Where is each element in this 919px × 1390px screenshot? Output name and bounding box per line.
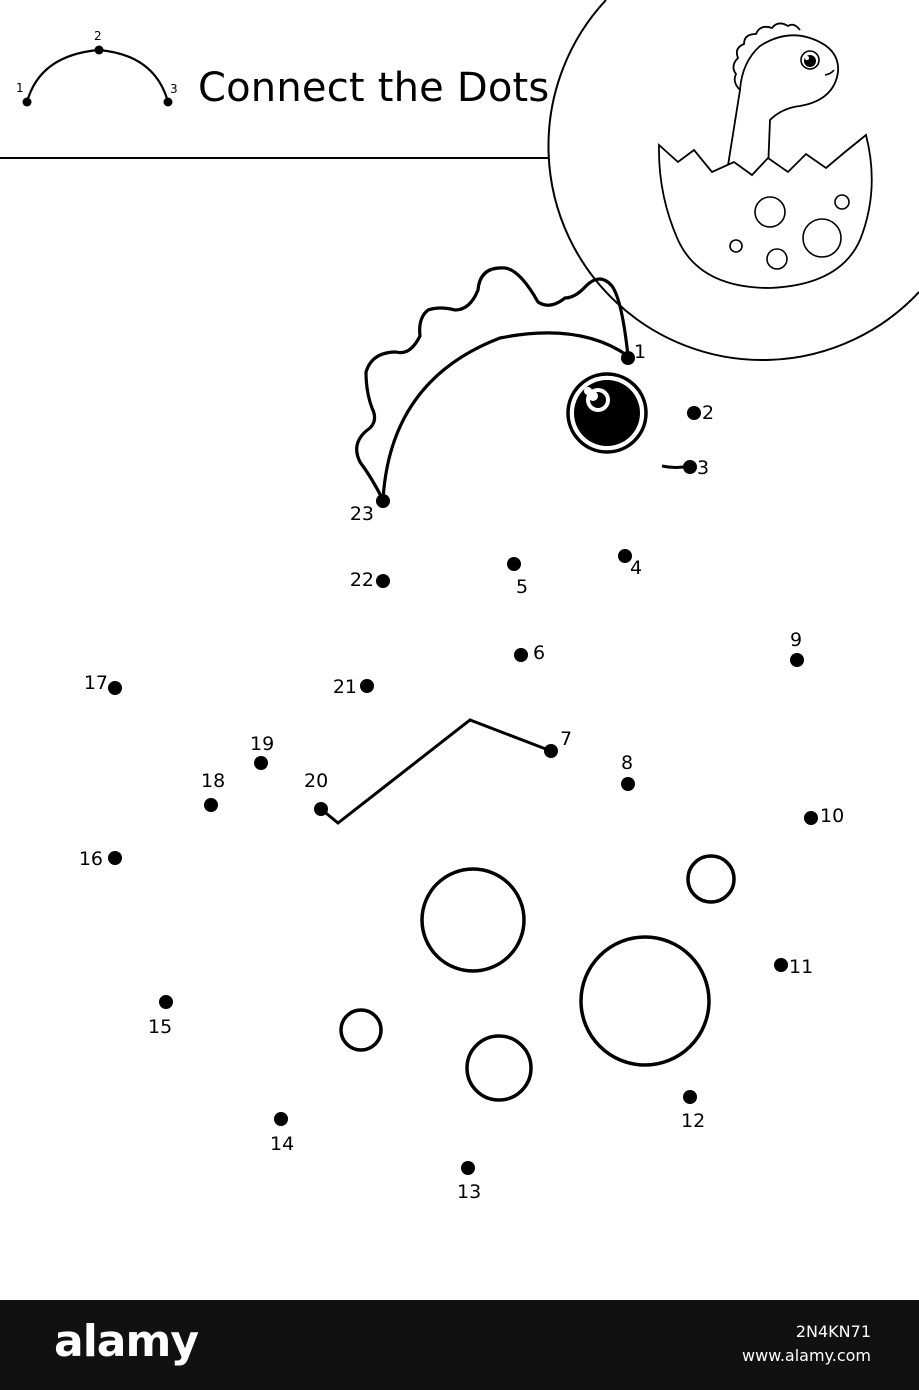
dot-label-18: 18	[201, 770, 225, 792]
preview-dino-crest	[732, 22, 801, 91]
dot-18[interactable]	[204, 798, 218, 812]
example-dot	[22, 97, 32, 107]
dino-eye-pupil	[574, 380, 640, 446]
dot-23[interactable]	[376, 494, 390, 508]
egg-spots	[339, 854, 736, 1102]
dot-8[interactable]	[621, 777, 635, 791]
watermark-footer: alamy 2N4KN71 www.alamy.com	[0, 1300, 919, 1390]
example-dot	[94, 45, 104, 55]
dot-label-4: 4	[630, 557, 642, 579]
dot-7[interactable]	[544, 744, 558, 758]
preview-egg-spot	[729, 239, 743, 253]
dot-21[interactable]	[360, 679, 374, 693]
puzzle-canvas: 1 2 3	[0, 0, 919, 1203]
dot-label-15: 15	[148, 1016, 172, 1038]
dot-6[interactable]	[514, 648, 528, 662]
dot-label-12: 12	[681, 1110, 705, 1132]
dot-19[interactable]	[254, 756, 268, 770]
dot-2[interactable]	[687, 406, 701, 420]
dot-16[interactable]	[108, 851, 122, 865]
dot-1[interactable]	[621, 351, 635, 365]
dot-4[interactable]	[618, 549, 632, 563]
dot-label-2: 2	[702, 402, 714, 424]
dot-10[interactable]	[804, 811, 818, 825]
dot-label-17: 17	[84, 672, 108, 694]
dot-14[interactable]	[274, 1112, 288, 1126]
egg-spot	[420, 867, 526, 973]
dino-crest-wavy-outline	[355, 266, 630, 501]
preview-dino-picture	[547, 0, 919, 361]
dot-label-5: 5	[516, 576, 528, 598]
preview-egg-spot	[754, 196, 786, 228]
preview-egg-spot	[834, 194, 850, 210]
drawn-dino-head	[355, 266, 691, 501]
page-title: Connect the Dots	[198, 65, 550, 111]
preview-dino-neck	[725, 34, 839, 179]
preview-egg-spot	[802, 218, 842, 258]
dot-11[interactable]	[774, 958, 788, 972]
dot-17[interactable]	[108, 681, 122, 695]
dot-9[interactable]	[790, 653, 804, 667]
dot-label-8: 8	[621, 752, 633, 774]
dot-label-22: 22	[350, 569, 374, 591]
egg-spot	[686, 854, 736, 904]
dot-label-11: 11	[789, 956, 813, 978]
dot-13[interactable]	[461, 1161, 475, 1175]
dot-label-19: 19	[250, 733, 274, 755]
image-id: 2N4KN71	[795, 1322, 871, 1341]
example-diagram: 1 2 3	[16, 29, 178, 107]
dot-label-9: 9	[790, 629, 802, 651]
dot-22[interactable]	[376, 574, 390, 588]
dot-label-13: 13	[457, 1181, 481, 1203]
dot-label-20: 20	[304, 770, 328, 792]
site-url: www.alamy.com	[742, 1346, 871, 1365]
brand-logo: alamy	[54, 1316, 199, 1367]
example-label: 3	[170, 82, 178, 96]
dot-label-23: 23	[350, 503, 374, 525]
example-label: 1	[16, 81, 24, 95]
dot-label-6: 6	[533, 642, 545, 664]
dot-label-16: 16	[79, 848, 103, 870]
egg-spot	[339, 1008, 383, 1052]
dino-head-curve	[381, 331, 629, 501]
dot-label-3: 3	[697, 457, 709, 479]
example-dot	[163, 97, 173, 107]
preview-dino-eye-shine	[805, 56, 809, 60]
dot-20[interactable]	[314, 802, 328, 816]
dot-label-10: 10	[820, 805, 844, 827]
dino-eye-shine	[588, 391, 598, 401]
dot-5[interactable]	[507, 557, 521, 571]
example-arc	[25, 48, 170, 103]
dot-label-14: 14	[270, 1133, 294, 1155]
preview-egg-shell	[658, 133, 873, 289]
dot-label-21: 21	[333, 676, 357, 698]
preview-egg-spot	[766, 248, 788, 270]
egg-spot	[465, 1034, 533, 1102]
dot-15[interactable]	[159, 995, 173, 1009]
dot-3[interactable]	[683, 460, 697, 474]
dot-12[interactable]	[683, 1090, 697, 1104]
example-label: 2	[94, 29, 102, 43]
dot-label-1: 1	[634, 341, 646, 363]
image-info: 2N4KN71 www.alamy.com	[742, 1320, 871, 1368]
preview-dino-smile	[824, 69, 835, 76]
egg-spot	[579, 935, 711, 1067]
worksheet-page: 1 2 3	[0, 0, 919, 1203]
dot-label-7: 7	[560, 728, 572, 750]
drawn-shell-segment	[320, 718, 552, 825]
